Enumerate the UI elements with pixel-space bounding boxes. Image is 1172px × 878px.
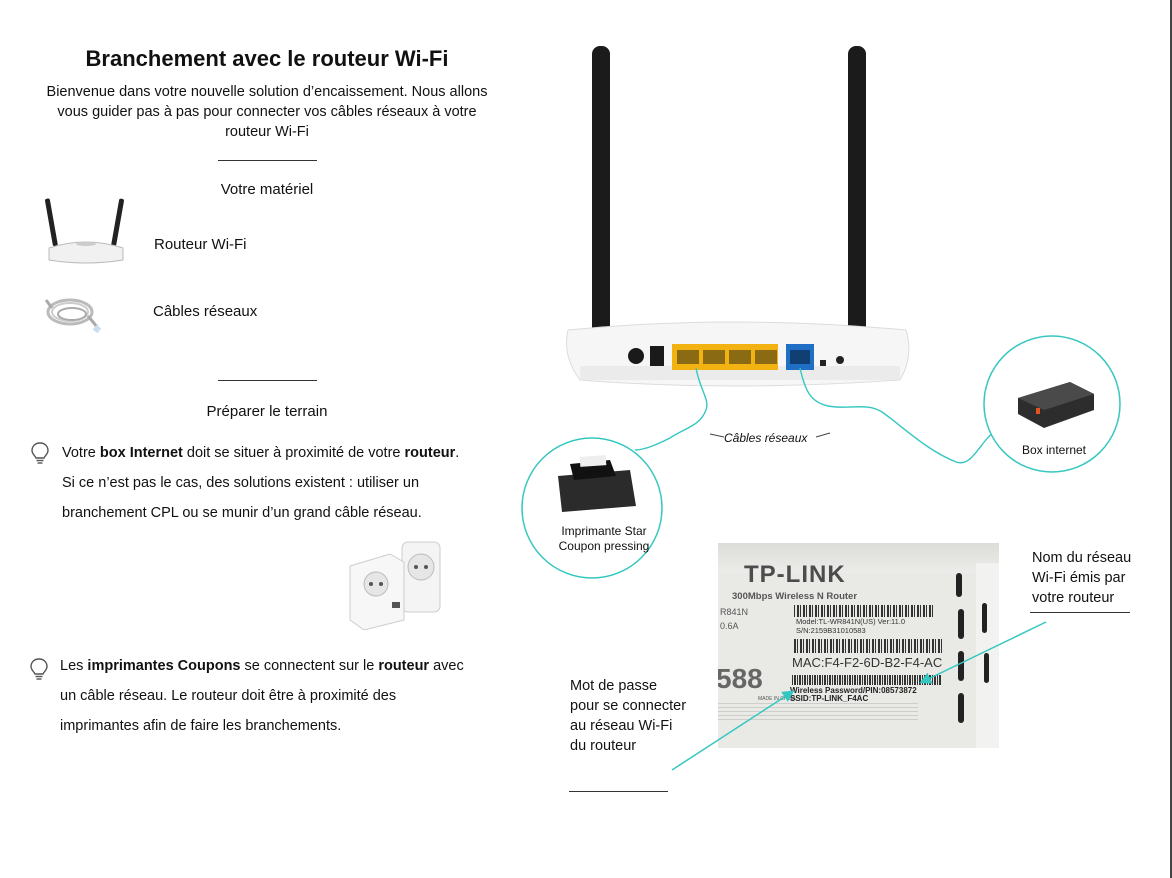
- router-label: Routeur Wi-Fi: [154, 236, 247, 253]
- divider: [569, 791, 668, 792]
- power-jack: [628, 348, 644, 364]
- cables-network-label: Câbles réseaux: [724, 431, 808, 445]
- lightbulb-icon: [31, 442, 49, 464]
- cable-icon: [44, 298, 102, 334]
- barcode: [792, 675, 942, 685]
- tp-link-logo: TP-LINK: [744, 561, 846, 588]
- router-antenna-right: [848, 46, 866, 376]
- arrow-to-password: [671, 690, 795, 771]
- pointer-lines: [671, 621, 1047, 771]
- power-button: [650, 346, 664, 366]
- router-antenna-left: [592, 46, 610, 376]
- router-label-photo: TP-LINK 300Mbps Wireless N Router R841N …: [718, 543, 999, 748]
- tip-box-internet: Votre box Internet doit se situer à prox…: [62, 445, 460, 521]
- divider: [218, 380, 317, 381]
- cable-box: [799, 367, 1001, 464]
- router-diagram: [521, 46, 1121, 579]
- barcode: [794, 605, 934, 617]
- divider: [218, 160, 317, 161]
- page-edge: [1170, 0, 1172, 878]
- wifi-ssid: SSID:TP-LINK_F4AC: [790, 694, 869, 703]
- printer-label: Imprimante Star Coupon pressing: [558, 524, 650, 553]
- box-internet-label: Box internet: [1021, 443, 1087, 457]
- wifi-name-note: Nom du réseau Wi-Fi émis par votre route…: [1032, 550, 1132, 606]
- barcode: [794, 639, 944, 653]
- divider: [1030, 612, 1130, 613]
- mac-address: MAC:F4-F2-6D-B2-F4-AC: [792, 655, 943, 670]
- cable-printer: [634, 367, 708, 451]
- materials-heading: Votre matériel: [220, 181, 314, 198]
- page-title: Branchement avec le routeur Wi-Fi: [85, 46, 449, 71]
- router-icon: [45, 198, 124, 264]
- arrow-to-ssid: [919, 621, 1047, 684]
- cables-label: Câbles réseaux: [153, 303, 258, 320]
- intro-text: Bienvenue dans votre nouvelle solution d…: [46, 84, 488, 140]
- lightbulb-icon: [30, 658, 48, 680]
- cpl-adapter-image: [349, 541, 441, 630]
- wifi-password: Wireless Password/PIN:08573872: [790, 686, 917, 695]
- printer-icon: [558, 470, 636, 512]
- tip-printers: Les imprimantes Coupons se connectent su…: [60, 658, 464, 734]
- prepare-heading: Préparer le terrain: [206, 403, 328, 420]
- password-note: Mot de passe pour se connecter au réseau…: [570, 678, 687, 754]
